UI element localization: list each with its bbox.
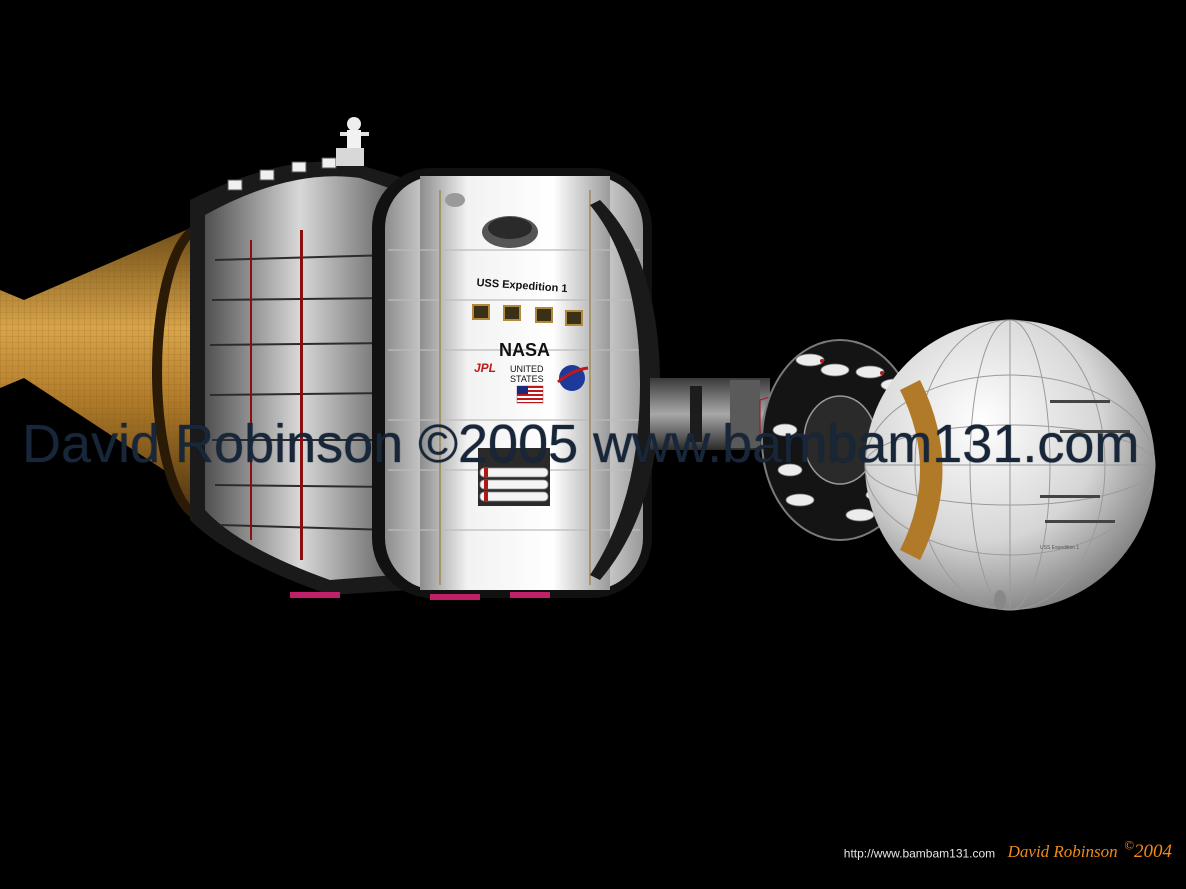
credit-url: http://www.bambam131.com xyxy=(843,846,996,860)
agency-label: NASA xyxy=(499,340,551,360)
us-flag xyxy=(516,385,544,404)
credit-author: David Robinson xyxy=(1007,842,1118,861)
habitat-module xyxy=(290,168,660,600)
sphere-marking-label: USS Expedition 1 xyxy=(1040,545,1080,551)
spherical-module xyxy=(864,319,1156,611)
gas-tank-rack xyxy=(478,448,550,506)
copyright-symbol: © xyxy=(1124,837,1134,853)
country-label-line1: UNITED xyxy=(510,364,544,374)
connecting-truss xyxy=(650,378,801,450)
astronaut-figure xyxy=(336,117,369,166)
watermark-text: David Robinson ©2005 www.bambam131.com xyxy=(22,414,1140,474)
aft-equipment-ring xyxy=(190,157,410,595)
artist-credit: http://www.bambam131.com David Robinson … xyxy=(844,838,1172,863)
nasa-logo xyxy=(557,365,589,391)
docking-hatch xyxy=(445,193,538,248)
lab-logo-label: JPL xyxy=(474,361,497,375)
credit-year: 2004 xyxy=(1134,841,1172,862)
credit-year-group: ©2004 xyxy=(1124,837,1172,862)
country-label-line2: STATES xyxy=(510,374,544,384)
